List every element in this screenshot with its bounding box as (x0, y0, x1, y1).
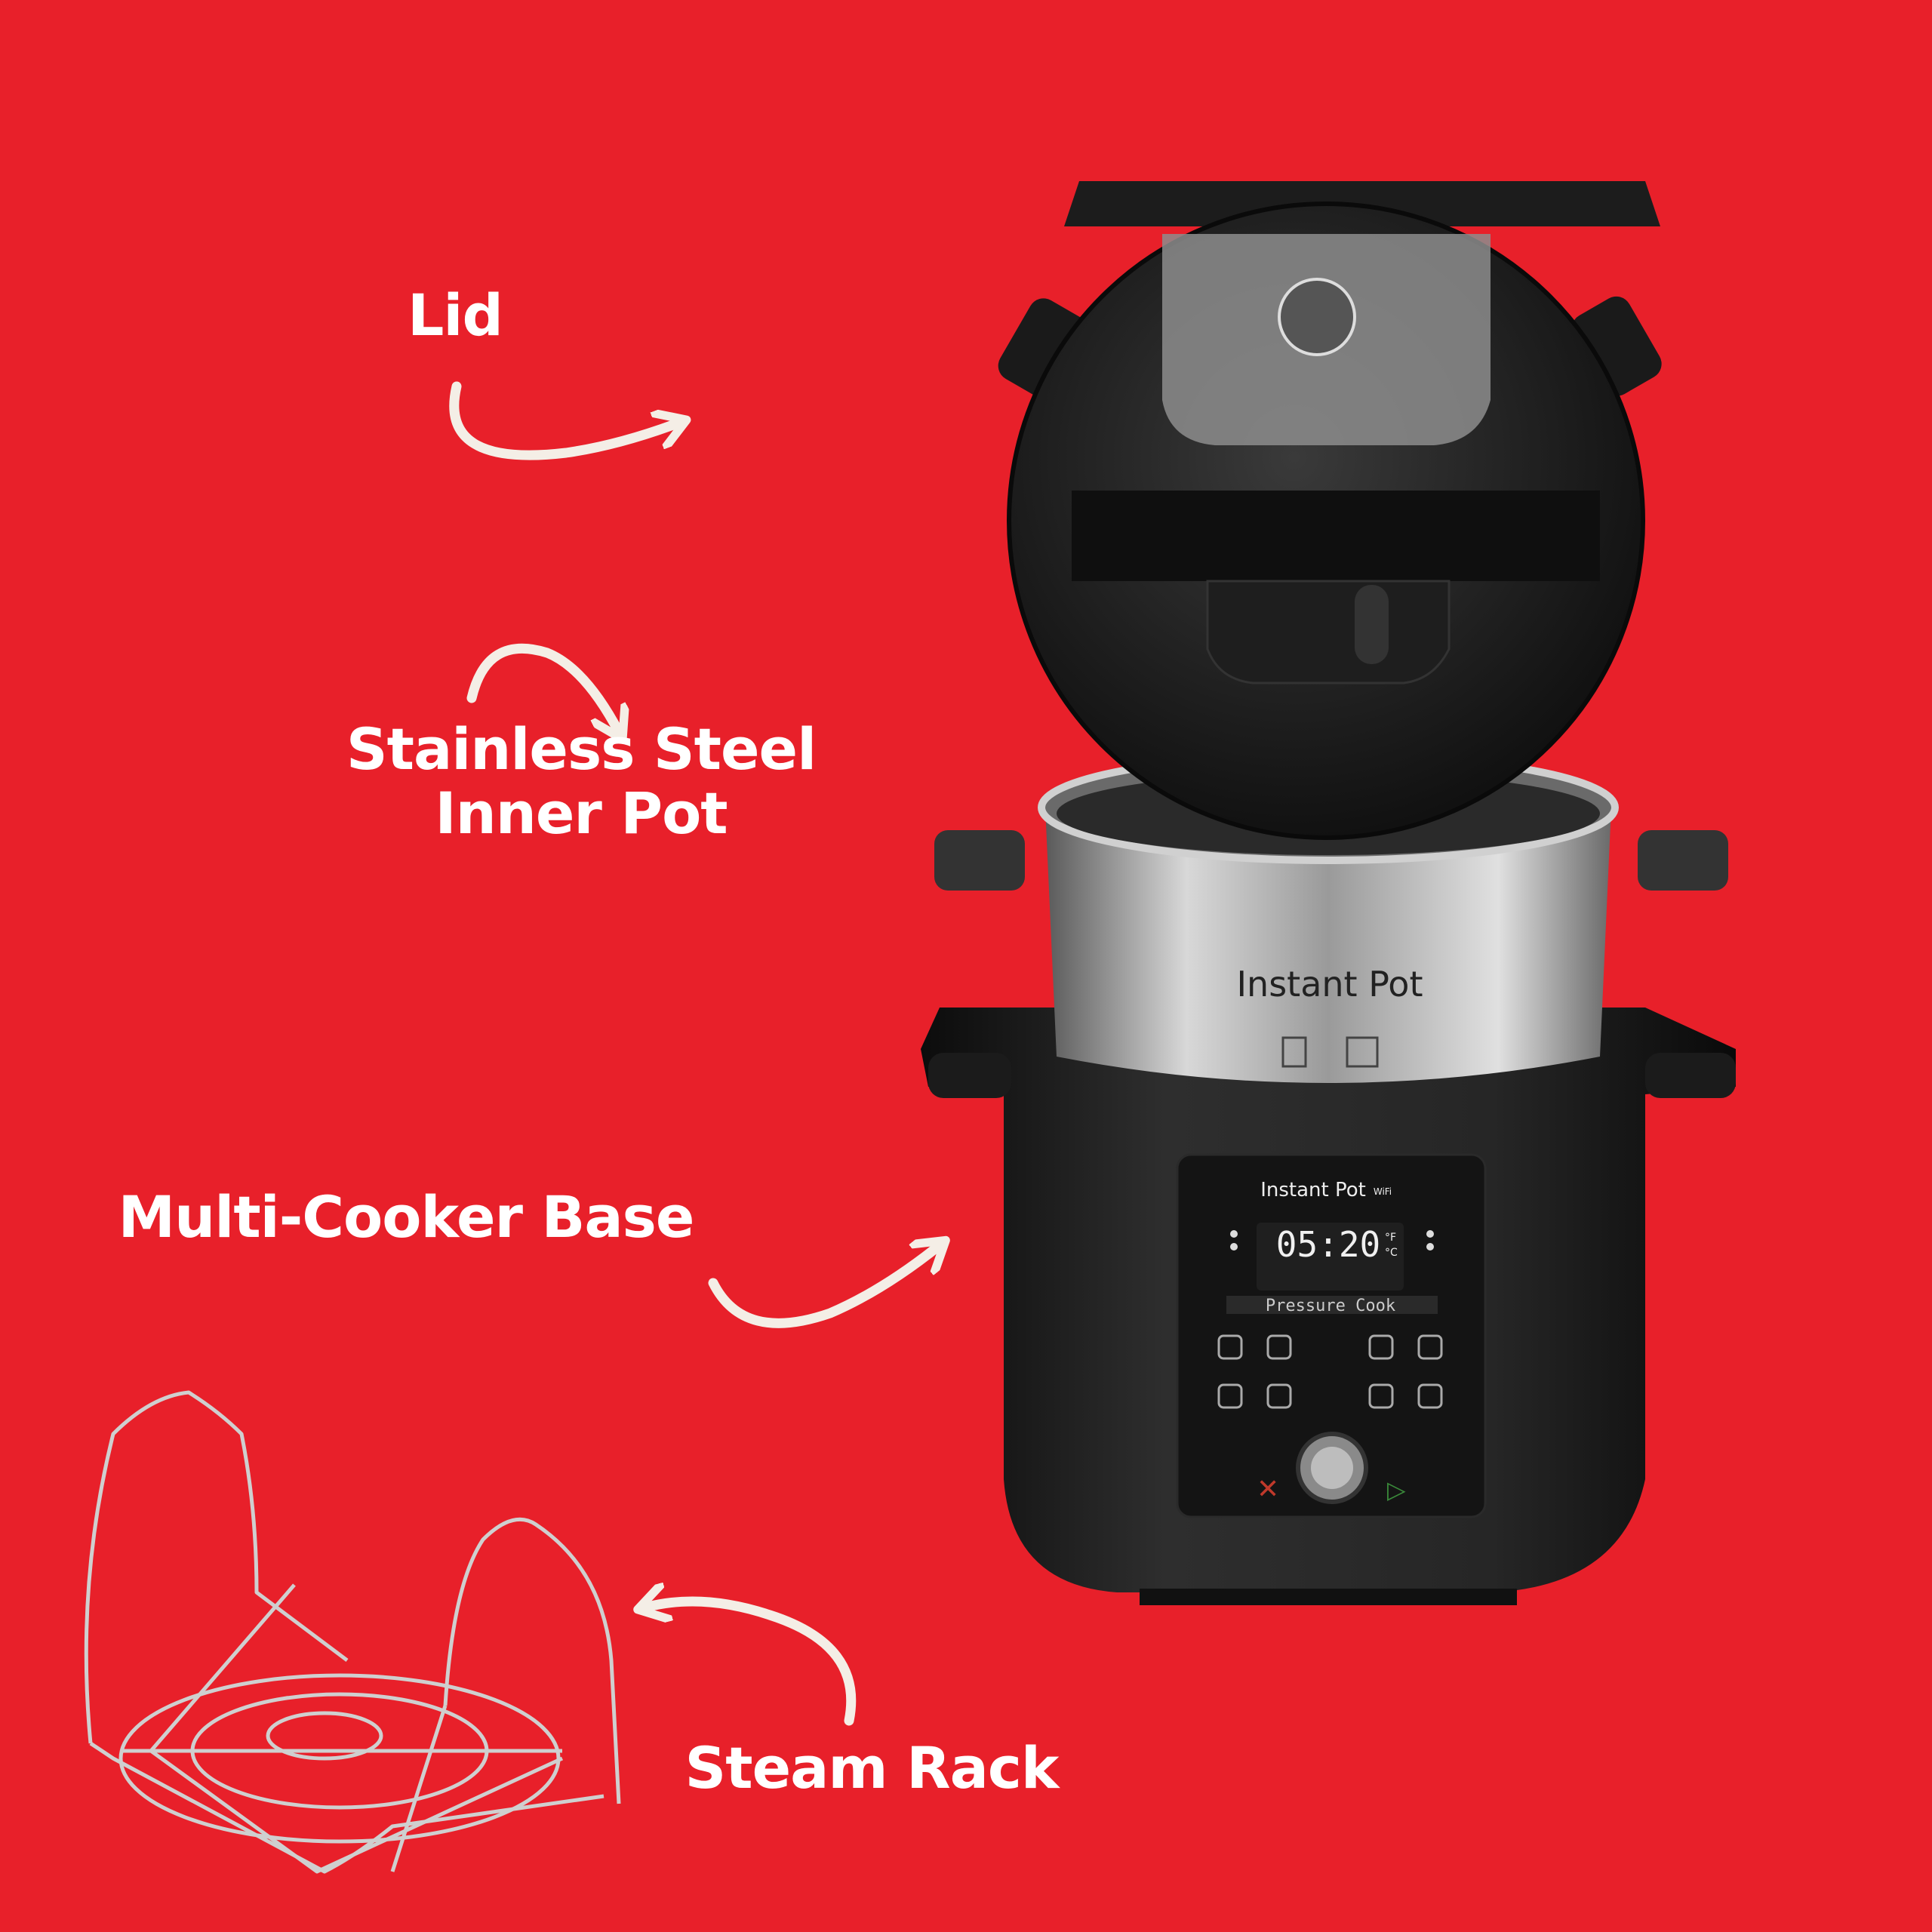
program-display: Pressure Cook (1266, 1297, 1395, 1315)
steam-rack (84, 1390, 621, 1874)
label-inner-pot-line1: Stainless Steel (346, 715, 817, 783)
control-panel: ✕ ▷ (1176, 1153, 1487, 1518)
display-time: 05:20 (1276, 1224, 1380, 1265)
base-arrow (708, 1245, 940, 1328)
inner-pot-arrow (466, 643, 619, 732)
start-icon[interactable]: ▷ (1387, 1475, 1406, 1504)
label-steam-rack: Steam Rack (685, 1734, 1060, 1801)
cancel-icon[interactable]: ✕ (1257, 1474, 1279, 1505)
lid-arrow (449, 381, 679, 460)
steam-rack-arrow (645, 1601, 857, 1726)
label-inner-pot: Stainless Steel Inner Pot (302, 717, 860, 845)
panel-brand: Instant Pot (1260, 1179, 1366, 1201)
lid (998, 181, 1662, 840)
label-inner-pot-line2: Inner Pot (435, 780, 728, 848)
unit-fahrenheit: °F (1385, 1232, 1396, 1244)
label-base: Multi-Cooker Base (118, 1183, 695, 1251)
unit-celsius: °C (1385, 1247, 1398, 1259)
inner-pot-brand: Instant Pot (1236, 964, 1423, 1004)
wifi-badge: WiFi (1374, 1186, 1392, 1197)
label-lid: Lid (408, 281, 503, 349)
